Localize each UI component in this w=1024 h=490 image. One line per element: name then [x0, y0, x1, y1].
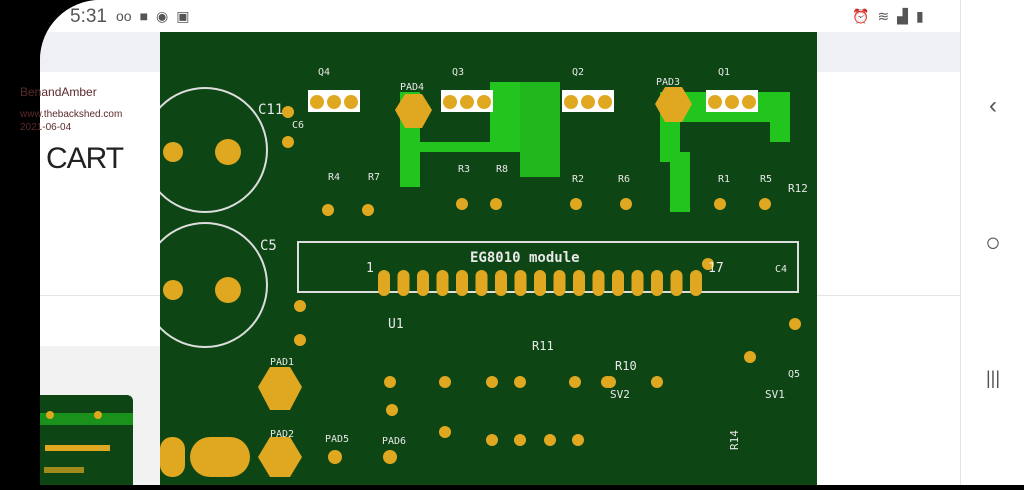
solder-pad — [744, 351, 756, 363]
solder-pad — [572, 434, 584, 446]
page-heading: CART — [46, 142, 124, 175]
r2-label: R2 — [572, 174, 584, 185]
watermark-user: BenandAmber — [20, 85, 97, 99]
solder-pad — [362, 204, 374, 216]
header-pin — [651, 270, 663, 296]
q3-label: Q3 — [452, 67, 464, 78]
header-pin — [612, 270, 624, 296]
solder-pad — [384, 376, 396, 388]
q1-label: Q1 — [718, 67, 730, 78]
back-button[interactable]: ‹ — [989, 92, 997, 119]
header-pin — [417, 270, 429, 296]
pad5-label: PAD5 — [325, 434, 349, 445]
header-pin — [534, 270, 546, 296]
header-pin — [475, 270, 488, 296]
solder-pad — [486, 376, 498, 388]
pcb-thumbnail[interactable] — [40, 395, 133, 485]
r10-label: R10 — [615, 359, 637, 373]
solder-pad — [651, 376, 663, 388]
header-pin — [456, 270, 468, 296]
recents-button[interactable]: ||| — [985, 368, 1001, 388]
header-pin — [436, 270, 449, 296]
header-pin — [592, 270, 605, 296]
solder-pad — [714, 198, 726, 210]
header-pin — [670, 270, 683, 296]
image-icon: ▣ — [176, 8, 190, 24]
r14-label: R14 — [728, 430, 741, 450]
watermark: BenandAmber www.thebackshed.com 2021-06-… — [20, 86, 122, 134]
solder-pad — [759, 198, 771, 210]
r6-label: R6 — [618, 174, 630, 185]
solder-pad — [604, 376, 616, 388]
c5-label: C5 — [260, 238, 277, 254]
solder-pad — [456, 198, 468, 210]
r3-label: R3 — [458, 164, 470, 175]
sync-icon: ◉ — [156, 8, 169, 24]
header-pin — [631, 270, 644, 296]
r12-label: R12 — [788, 182, 808, 195]
wifi-icon: ≋ — [877, 8, 890, 24]
solder-pad — [570, 198, 582, 210]
pin-first-label: 1 — [366, 261, 374, 276]
pad3-label: PAD3 — [656, 77, 680, 88]
pad6-label: PAD6 — [382, 436, 406, 447]
header-pin — [690, 270, 702, 296]
header-pin — [573, 270, 585, 296]
clock: 5:31 — [70, 6, 107, 27]
header-pin — [495, 270, 507, 296]
header-pin — [553, 270, 566, 296]
solder-pad — [322, 204, 334, 216]
solder-pad — [514, 376, 526, 388]
solder-pad — [569, 376, 581, 388]
c4-label: C4 — [775, 264, 787, 275]
c11-label: C11 — [258, 102, 283, 118]
folder-icon: ■ — [139, 8, 149, 24]
solder-pad — [789, 318, 801, 330]
alarm-icon: ⏰ — [852, 8, 870, 24]
solder-pad — [490, 198, 502, 210]
r11-label: R11 — [532, 339, 554, 353]
solder-pad — [386, 404, 398, 416]
battery-charging-icon: ▮ — [915, 8, 924, 24]
module-label: EG8010 module — [470, 250, 580, 266]
r5-label: R5 — [760, 174, 772, 185]
c6-label: C6 — [292, 120, 304, 131]
solder-pad — [439, 376, 451, 388]
pin-last-label: 17 — [708, 261, 724, 276]
home-button[interactable]: ○ — [985, 227, 1001, 257]
sv2-label: SV2 — [610, 388, 630, 401]
navigation-bar: ‹ ○ ||| — [960, 0, 1024, 485]
signal-icon: ▟ — [897, 8, 908, 24]
q2-label: Q2 — [572, 67, 584, 78]
r1-label: R1 — [718, 174, 730, 185]
solder-pad — [620, 198, 632, 210]
pcb-image[interactable]: EG8010 module 1 17 Q4 Q3 Q2 Q1 PAD4 PAD3… — [142, 32, 817, 485]
r7-label: R7 — [368, 172, 380, 183]
watermark-date: 2021-06-04 — [20, 122, 72, 133]
watermark-site: www.thebackshed.com — [20, 109, 123, 120]
voicemail-icon: oo — [116, 8, 132, 24]
header-band-right — [817, 32, 960, 72]
solder-pad — [544, 434, 556, 446]
solder-pad — [702, 258, 714, 270]
pad4-label: PAD4 — [400, 82, 424, 93]
solder-pad — [439, 426, 451, 438]
r4-label: R4 — [328, 172, 340, 183]
solder-pad — [486, 434, 498, 446]
pad2-label: PAD2 — [270, 429, 294, 440]
q4-label: Q4 — [318, 67, 330, 78]
header-pin — [397, 270, 410, 296]
solder-pad — [514, 434, 526, 446]
header-pin — [378, 270, 390, 296]
divider — [40, 295, 160, 296]
q5-label: Q5 — [788, 369, 800, 380]
header-band — [40, 32, 160, 72]
r8-label: R8 — [496, 164, 508, 175]
u1-label: U1 — [388, 317, 404, 332]
header-pin — [514, 270, 527, 296]
sv1-label: SV1 — [765, 388, 785, 401]
divider — [817, 295, 960, 296]
pad1-label: PAD1 — [270, 357, 294, 368]
status-bar: 5:31 oo ■ ◉ ▣ ⏰ ≋ ▟ ▮ — [40, 0, 960, 32]
